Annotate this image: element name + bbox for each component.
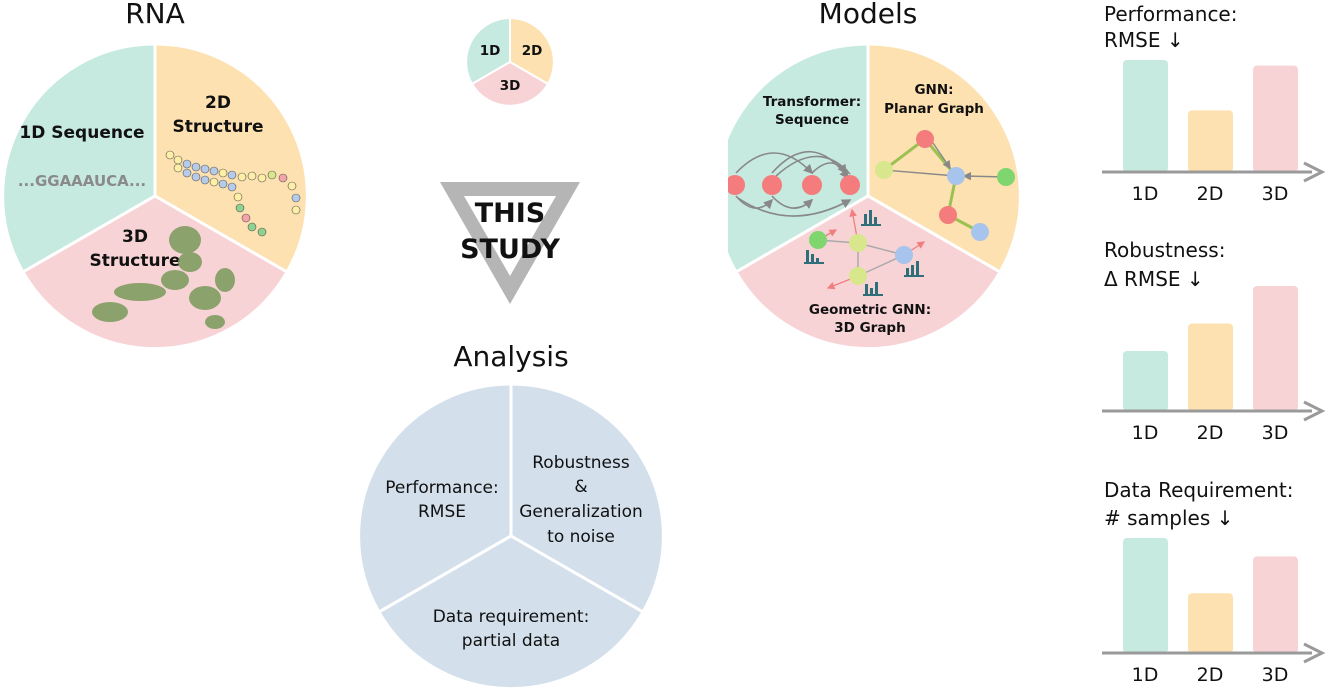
analysis-performance-segment — [357, 382, 513, 615]
bar-chart: 1D 2D 3D — [1102, 538, 1326, 686]
legend-3d-segment — [470, 60, 550, 106]
legend-3d-label: 3D — [500, 78, 521, 94]
axis-arrow-icon — [1303, 642, 1326, 664]
bar-label-2d: 2D — [1197, 664, 1224, 686]
models-gnn-line1: GNN: — [914, 82, 953, 98]
planar-graph-icon — [875, 130, 1015, 241]
models-transformer-line1: Transformer: — [763, 94, 861, 110]
models-geometric-line1: Geometric GNN: — [809, 302, 931, 318]
bar-label-3d: 3D — [1262, 183, 1289, 205]
panel-title-line2: Δ RMSE ↓ — [1104, 267, 1204, 291]
sequence-node-4 — [840, 175, 860, 195]
models-pie: Transformer: Sequence GNN: Planar Graph … — [728, 42, 1022, 351]
panel-title-line1: Performance: — [1104, 2, 1238, 26]
rna-1d-sequence: ...GGAAAUCA... — [18, 172, 146, 190]
analysis-robustness-segment — [509, 382, 665, 615]
axis-arrow-icon — [1303, 161, 1326, 183]
rna-secondary-structure-icon — [165, 150, 301, 237]
bar-chart: 1D 2D 3D — [1102, 60, 1326, 205]
rna-title: RNA — [125, 0, 185, 30]
models-geometric-segment — [733, 194, 1003, 351]
rna-segment-3d — [20, 194, 290, 350]
legend-pie: 1D 2D 3D — [465, 16, 555, 106]
panel-title-line2: # samples ↓ — [1104, 506, 1234, 530]
bar-panel-performance: Performance: RMSE ↓ 1D 2D 3D — [1100, 0, 1329, 230]
bar-2d — [1188, 110, 1233, 172]
this-study-line1: THIS — [475, 198, 546, 229]
bar-label-1d: 1D — [1132, 183, 1159, 205]
rna-3d-label-line1: 3D — [122, 227, 148, 247]
legend-2d-label: 2D — [522, 43, 543, 59]
sequence-node-3 — [802, 175, 822, 195]
this-study-triangle: THIS STUDY — [440, 182, 580, 304]
bar-1d — [1123, 351, 1168, 411]
geometric-graph-icon — [804, 208, 926, 296]
bar-label-1d: 1D — [1132, 422, 1159, 444]
rna-segment-2d — [153, 42, 309, 275]
bar-label-3d: 3D — [1262, 422, 1289, 444]
sequence-node-1 — [728, 175, 745, 195]
bar-label-2d: 2D — [1197, 422, 1224, 444]
sequence-node-2 — [762, 175, 782, 195]
bar-2d — [1188, 323, 1233, 411]
rna-3d-label-line2: Structure — [89, 251, 180, 271]
rna-pie: 1D Sequence ...GGAAAUCA... 2D Structure … — [1, 42, 309, 350]
rna-1d-label: 1D Sequence — [19, 123, 144, 143]
bar-label-3d: 3D — [1262, 664, 1289, 686]
bar-chart: 1D 2D 3D — [1102, 286, 1326, 444]
legend-1d-label: 1D — [480, 43, 501, 59]
models-transformer-line2: Sequence — [775, 112, 849, 128]
analysis-robustness-line4: to noise — [547, 527, 615, 547]
analysis-robustness-line3: Generalization — [519, 502, 643, 522]
models-title: Models — [818, 0, 918, 30]
analysis-title: Analysis — [453, 340, 569, 373]
models-geometric-line2: 3D Graph — [834, 320, 905, 336]
panel-title-line1: Robustness: — [1104, 238, 1226, 262]
analysis-data-line2: partial data — [462, 631, 560, 651]
analysis-robustness-line2: & — [574, 477, 587, 497]
panel-title-line1: Data Requirement: — [1104, 478, 1294, 502]
analysis-performance-line2: RMSE — [418, 502, 466, 522]
rna-3d-structure-icon — [92, 226, 235, 329]
analysis-data-segment — [376, 534, 646, 691]
models-gnn-line2: Planar Graph — [884, 101, 984, 117]
bar-1d — [1123, 60, 1168, 172]
analysis-pie: Performance: RMSE Robustness & Generaliz… — [357, 382, 665, 691]
analysis-data-line1: Data requirement: — [433, 607, 590, 627]
models-gnn-segment — [866, 42, 1022, 275]
panel-title-line2: RMSE ↓ — [1104, 28, 1184, 52]
bar-panel-robustness: Robustness: Δ RMSE ↓ 1D 2D 3D — [1100, 236, 1329, 456]
bar-2d — [1188, 593, 1233, 653]
analysis-performance-line1: Performance: — [385, 478, 498, 498]
bar-label-1d: 1D — [1132, 664, 1159, 686]
analysis-robustness-line1: Robustness — [532, 453, 630, 473]
rna-2d-label-line1: 2D — [205, 93, 231, 113]
axis-arrow-icon — [1303, 400, 1326, 422]
bar-panel-data-requirement: Data Requirement: # samples ↓ 1D 2D 3D — [1100, 476, 1329, 692]
bar-label-2d: 2D — [1197, 183, 1224, 205]
bar-3d — [1253, 556, 1298, 653]
bar-3d — [1253, 65, 1298, 172]
rna-segment-1d — [1, 42, 157, 275]
this-study-line2: STUDY — [460, 234, 560, 265]
bar-3d — [1253, 286, 1298, 411]
bar-1d — [1123, 538, 1168, 653]
rna-2d-label-line2: Structure — [172, 117, 263, 137]
transformer-attention-icon — [735, 150, 852, 217]
